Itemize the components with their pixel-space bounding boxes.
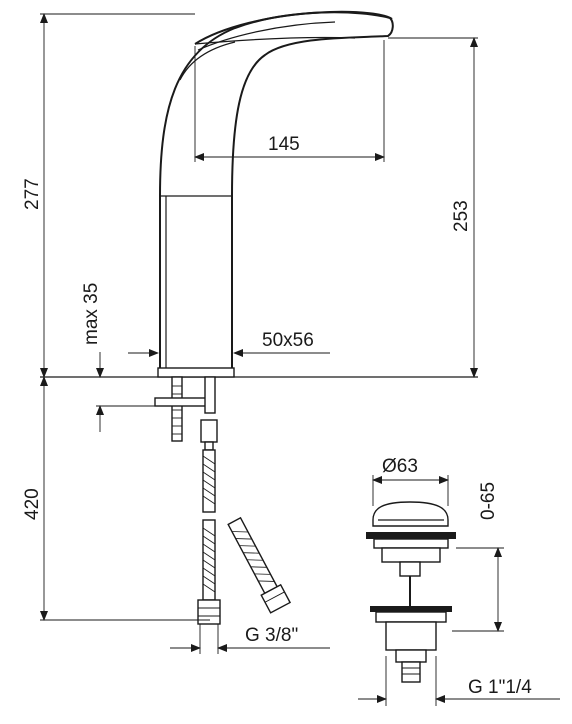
waste-diameter-label: Ø63 (382, 456, 418, 477)
total-height-label: 277 (22, 178, 43, 210)
dimension-spout-height: 253 (388, 37, 478, 378)
dimension-waste-thread: G 1"1/4 (358, 656, 560, 706)
hose-thread-label: G 3/8" (245, 625, 298, 646)
waste-lift-label: 0-65 (478, 482, 499, 520)
popup-waste (366, 501, 456, 683)
flexible-hose-left (200, 419, 218, 513)
flexible-hose-bottom (197, 519, 221, 625)
mounting-rod (154, 376, 216, 442)
dimension-waste-diameter: Ø63 (372, 456, 449, 506)
dimension-max-deck: max 35 (81, 283, 155, 432)
base-size-label: 50x56 (262, 330, 314, 351)
flexible-hose-diagonal (227, 516, 292, 614)
dimension-hose-length: 420 (22, 376, 210, 621)
dimension-spout-reach: 145 (194, 40, 385, 162)
dimension-waste-lift: 0-65 (452, 482, 504, 632)
dimension-base: 50x56 (128, 330, 330, 357)
spout-reach-label: 145 (268, 134, 300, 155)
spout-height-label: 253 (451, 200, 472, 232)
dimension-hose-thread: G 3/8" (170, 624, 330, 654)
max-deck-label: max 35 (81, 283, 102, 345)
faucet-body (157, 10, 394, 378)
waste-thread-label: G 1"1/4 (468, 677, 532, 698)
dimension-total-height: 277 (22, 13, 195, 378)
hose-length-label: 420 (22, 488, 43, 520)
